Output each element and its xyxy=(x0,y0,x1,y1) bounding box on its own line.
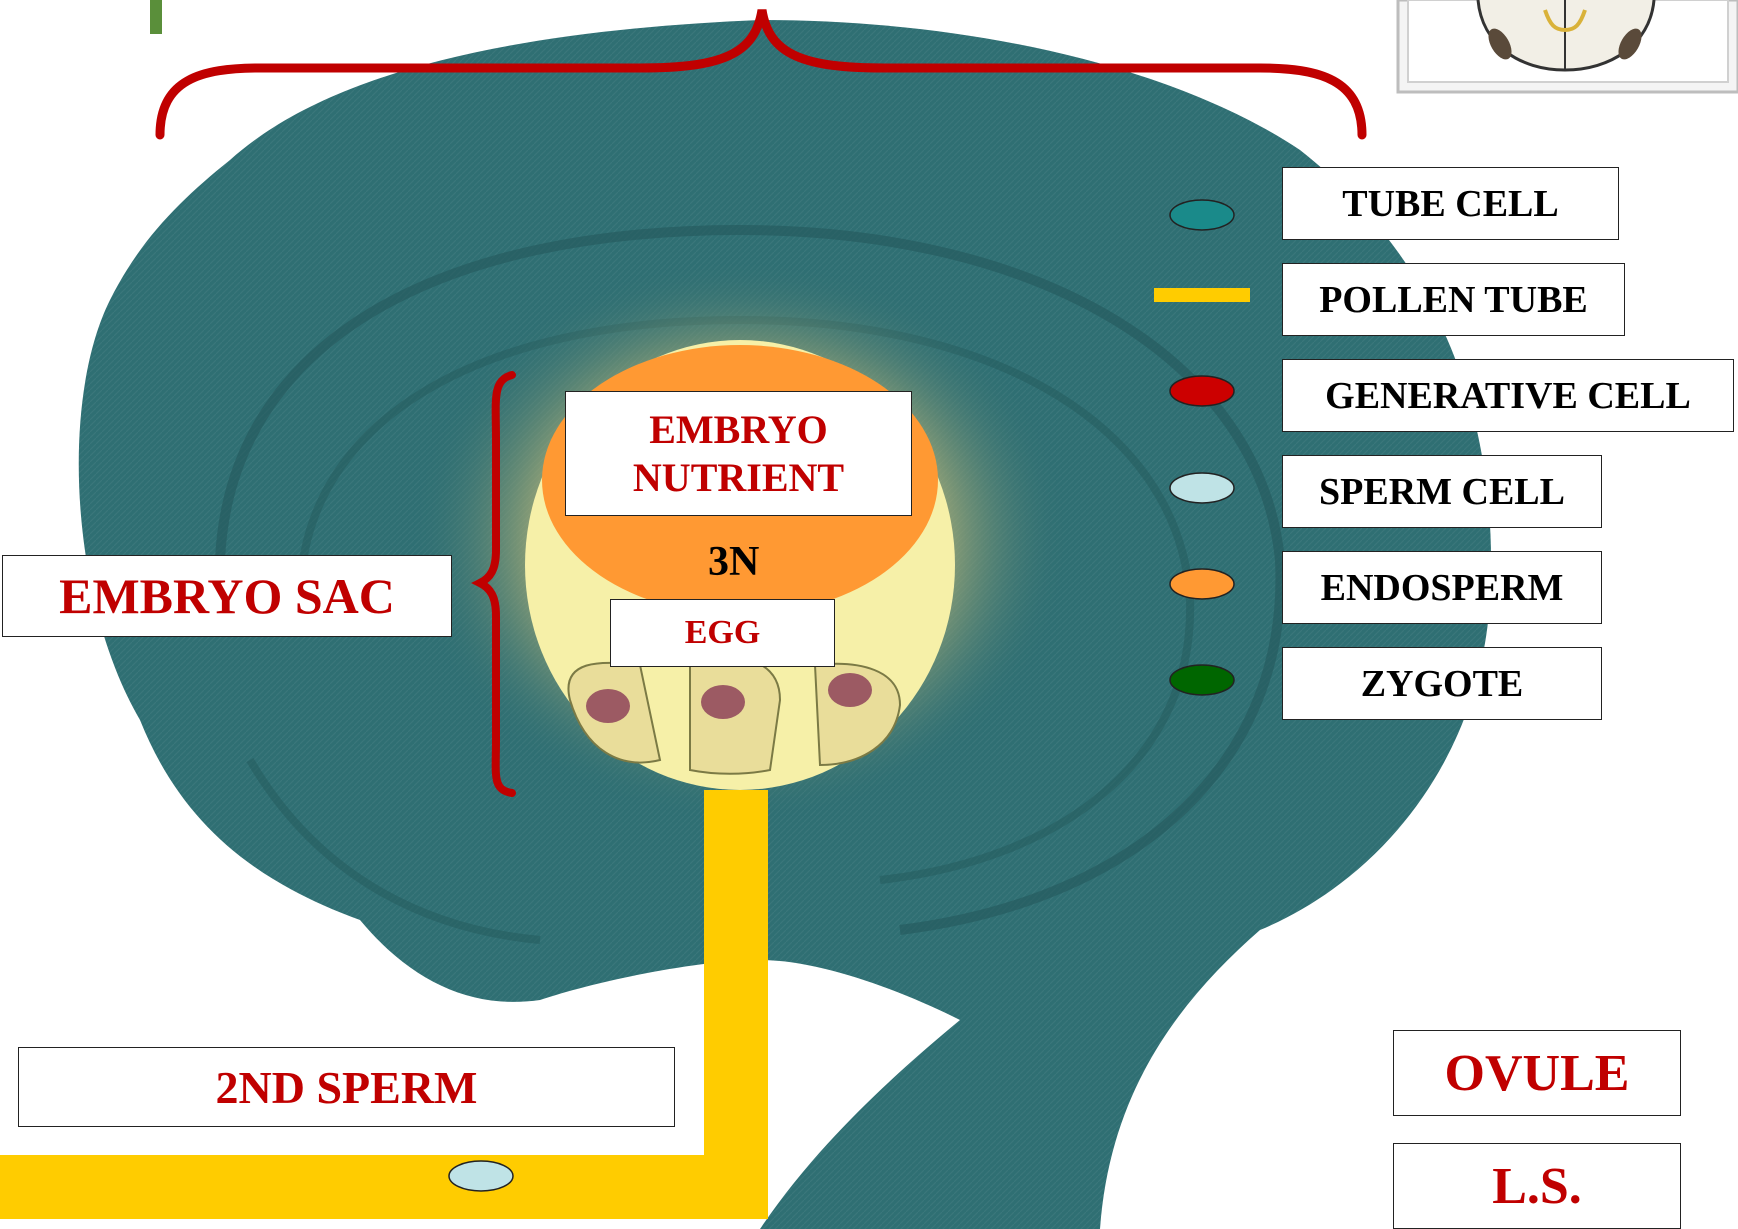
legend-tube-cell: TUBE CELL xyxy=(1282,167,1619,240)
inset-flower-thumbnail xyxy=(1398,0,1738,92)
embryo-sac-label: EMBRYO SAC xyxy=(2,555,452,637)
egg-apparatus xyxy=(568,656,900,773)
egg-label: EGG xyxy=(610,599,835,667)
second-sperm-cell xyxy=(449,1161,513,1191)
embryo-nutrient-line1: EMBRYO xyxy=(649,406,828,454)
ploidy-label: 3N xyxy=(708,538,759,586)
zygote-swatch-icon xyxy=(1170,665,1234,695)
synergid-nucleus-right xyxy=(828,673,872,707)
legend-endosperm: ENDOSPERM xyxy=(1282,551,1602,624)
ls-label: L.S. xyxy=(1393,1143,1681,1229)
sperm-cell-swatch-icon xyxy=(1170,473,1234,503)
second-sperm-label: 2ND SPERM xyxy=(18,1047,675,1127)
egg-nucleus xyxy=(701,685,745,719)
legend-pollen-tube: POLLEN TUBE xyxy=(1282,263,1625,336)
legend-generative-cell: GENERATIVE CELL xyxy=(1282,359,1734,432)
stalk xyxy=(150,0,162,34)
endosperm-swatch-icon xyxy=(1170,569,1234,599)
legend-zygote: ZYGOTE xyxy=(1282,647,1602,720)
legend-sperm-cell: SPERM CELL xyxy=(1282,455,1602,528)
synergid-nucleus-left xyxy=(586,689,630,723)
pollen-tube-swatch-icon xyxy=(1154,288,1250,302)
tube-cell-swatch-icon xyxy=(1170,200,1234,230)
embryo-nutrient-label: EMBRYO NUTRIENT xyxy=(565,391,912,516)
generative-cell-swatch-icon xyxy=(1170,376,1234,406)
embryo-nutrient-line2: NUTRIENT xyxy=(633,454,844,502)
ovule-label: OVULE xyxy=(1393,1030,1681,1116)
